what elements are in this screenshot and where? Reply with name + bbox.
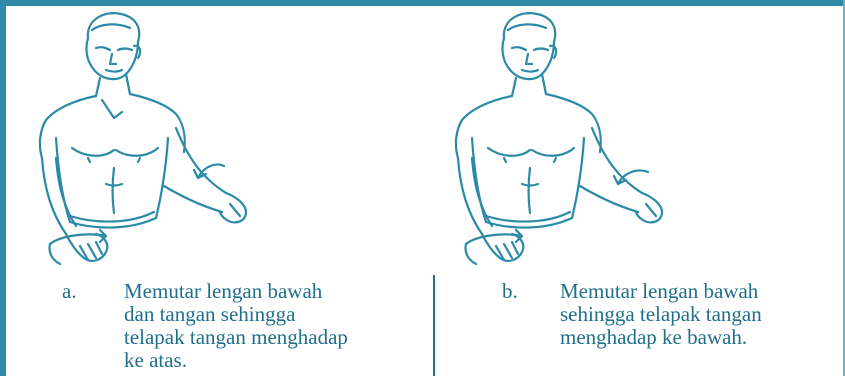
caption-a-marker: a. [62, 280, 77, 303]
panel-a: a. Memutar lengan bawah dan tangan sehin… [6, 0, 432, 376]
caption-a-text: Memutar lengan bawah dan tangan sehingga… [124, 280, 454, 372]
caption-b-text: Memutar lengan bawah sehingga telapak ta… [560, 280, 845, 349]
panel-b: b. Memutar lengan bawah sehingga telapak… [438, 0, 843, 376]
panel-divider [433, 275, 435, 376]
figure-pronation-illustration [442, 8, 702, 273]
figure-supination-illustration [26, 8, 286, 273]
caption-b-marker: b. [502, 280, 518, 303]
